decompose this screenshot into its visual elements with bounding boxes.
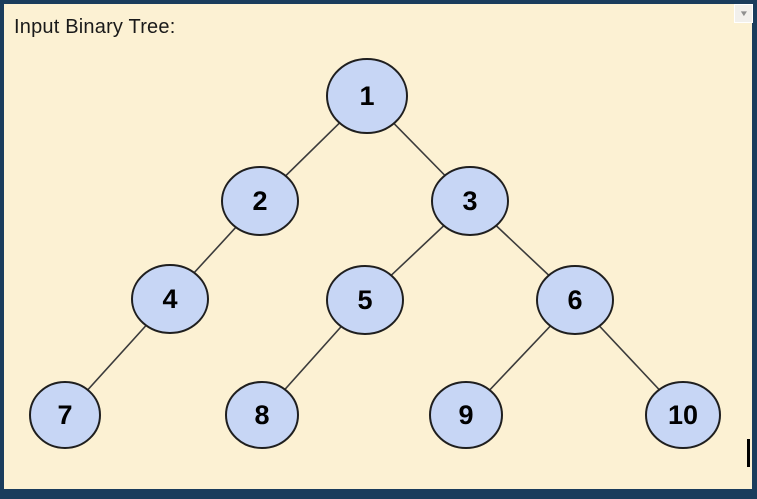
scroll-down-button[interactable]: ▼ (734, 4, 753, 23)
tree-node-label: 7 (57, 400, 72, 430)
tree-node-label: 9 (458, 400, 473, 430)
tree-node-circle (221, 166, 299, 236)
tree-node-label: 3 (462, 186, 477, 216)
page-title: Input Binary Tree: (14, 16, 176, 38)
tree-node-circle (326, 265, 404, 335)
tree-node-6: 6 (536, 265, 614, 335)
tree-node-7: 7 (29, 381, 101, 449)
tree-node-circle (431, 166, 509, 236)
tree-node-5: 5 (326, 265, 404, 335)
tree-node-label: 8 (254, 400, 269, 430)
tree-node-8: 8 (225, 381, 299, 449)
tree-node-label: 4 (162, 284, 177, 314)
tree-node-circle (225, 381, 299, 449)
tree-node-1: 1 (326, 58, 408, 134)
tree-node-circle (645, 381, 721, 449)
tree-node-label: 6 (567, 285, 582, 315)
tree-node-4: 4 (131, 264, 209, 334)
tree-node-10: 10 (645, 381, 721, 449)
tree-node-circle (326, 58, 408, 134)
tree-node-label: 1 (359, 81, 374, 111)
tree-node-label: 2 (252, 186, 267, 216)
tree-node-2: 2 (221, 166, 299, 236)
tree-node-label: 5 (357, 285, 372, 315)
tree-node-circle (536, 265, 614, 335)
tree-node-9: 9 (429, 381, 503, 449)
tree-node-circle (429, 381, 503, 449)
chevron-down-icon: ▼ (738, 8, 749, 18)
tree-node-circle (29, 381, 101, 449)
tree-node-circle (131, 264, 209, 334)
tree-node-label: 10 (668, 400, 698, 430)
text-cursor-artifact (747, 439, 750, 467)
tree-node-3: 3 (431, 166, 509, 236)
